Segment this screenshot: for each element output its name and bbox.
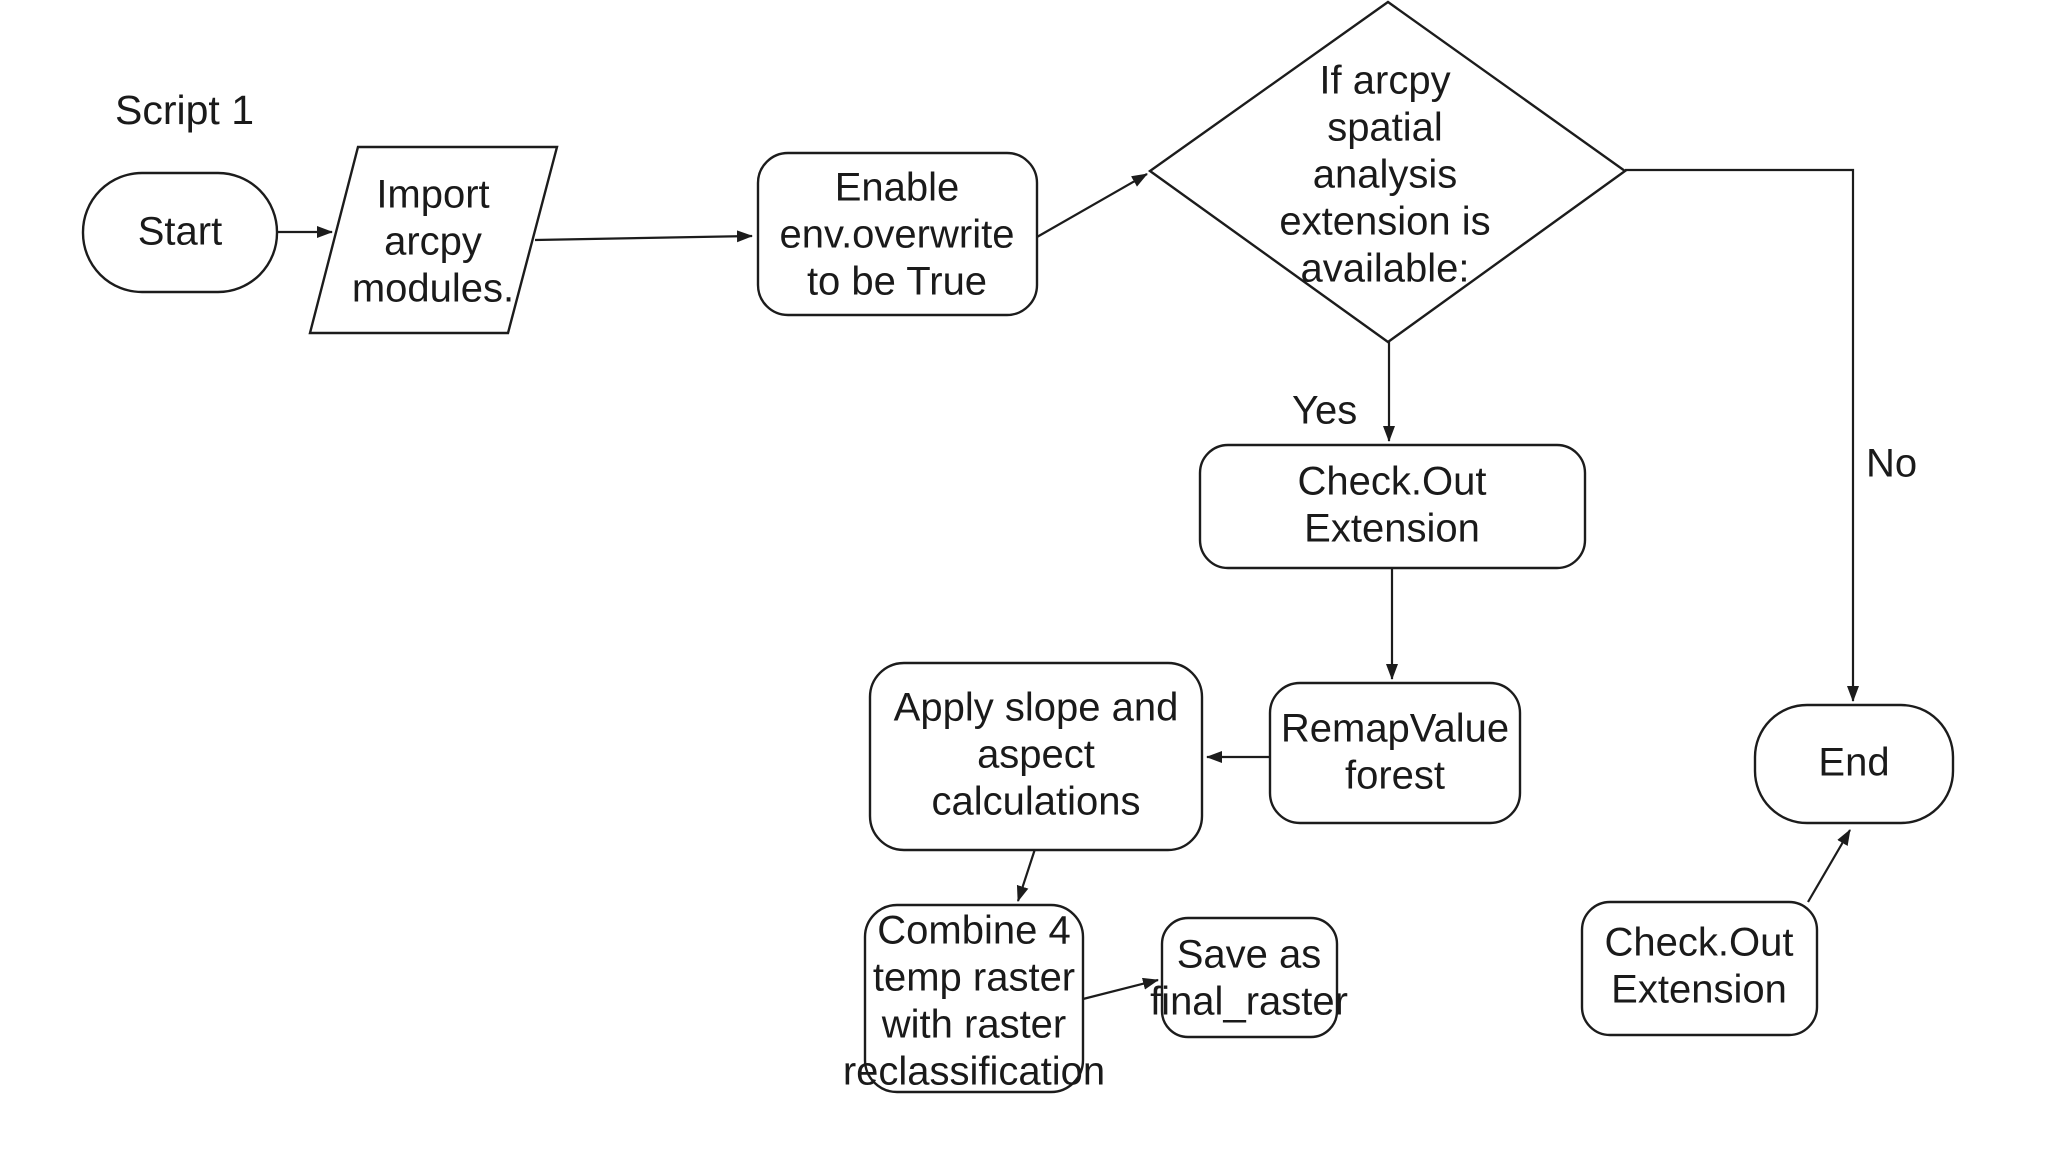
edge-decision-no [1625,168,1859,702]
node-decision: If arcpy spatial analysis extension is a… [1147,0,1628,344]
edge-apply-to-combine [1016,848,1037,902]
enable-label-line3: to be True [807,260,987,304]
end-label: End [1818,741,1889,785]
save-process-shape [1160,916,1339,1039]
branch-label-yes: Yes [1292,389,1357,433]
decision-label-line3: analysis [1313,153,1458,197]
import-label-line2: arcpy [384,220,482,264]
apply-label-line1: Apply slope and [894,686,1179,730]
edge-import-to-enable [534,230,753,243]
remap-label-line1: RemapValue [1281,707,1509,751]
combine-label-line4: reclassification [843,1050,1105,1094]
checkout-no-label-line1: Check.Out [1605,921,1794,965]
node-enable-overwrite: Enable env.overwrite to be True [756,151,1039,317]
branch-label-no: No [1866,442,1917,486]
node-checkout-extension-no: Check.Out Extension [1580,900,1819,1037]
edge-combine-to-save [1082,977,1159,1001]
import-label-line1: Import [376,173,489,217]
edge-checkout-no-to-end [1807,829,1851,903]
decision-label-line2: spatial [1327,106,1443,150]
node-end: End [1753,703,1955,825]
enable-label-line2: env.overwrite [780,213,1015,257]
node-import-modules: Import arcpy modules. [308,145,559,335]
decision-label-line5: available: [1300,247,1469,291]
save-label-line2: final_raster [1150,980,1348,1024]
import-label-line3: modules. [352,267,514,311]
node-remap-value: RemapValue forest [1268,681,1522,825]
import-parallelogram-shape [308,145,559,335]
decision-label-line1: If arcpy [1319,59,1450,103]
node-start: Start [81,171,279,294]
combine-process-shape [863,903,1085,1094]
combine-label-line2: temp raster [873,956,1075,1000]
apply-label-line2: aspect [977,733,1095,777]
node-save-final: Save as final_raster [1150,916,1348,1039]
start-label: Start [138,210,222,254]
start-terminator-shape [81,171,279,294]
end-terminator-shape [1753,703,1955,825]
edge-enable-to-decision [1036,173,1148,238]
node-combine-raster: Combine 4 temp raster with raster reclas… [843,903,1105,1094]
edges [277,168,1859,1001]
checkout-no-label-line2: Extension [1611,968,1787,1012]
apply-process-shape [868,661,1204,852]
combine-label-line1: Combine 4 [877,909,1070,953]
diagram-title: Script 1 [115,87,254,133]
checkout-yes-label-line2: Extension [1304,507,1480,551]
checkout-yes-label-line1: Check.Out [1298,460,1487,504]
remap-process-shape [1268,681,1522,825]
decision-diamond-shape [1147,0,1628,344]
decision-label-line4: extension is [1279,200,1490,244]
apply-label-line3: calculations [931,780,1140,824]
combine-label-line3: with raster [881,1003,1067,1047]
enable-label-line1: Enable [835,166,960,210]
remap-label-line2: forest [1345,754,1445,798]
save-label-line1: Save as [1177,933,1322,977]
checkout-no-process-shape [1580,900,1819,1037]
checkout-yes-process-shape [1198,443,1587,570]
node-checkout-extension-yes: Check.Out Extension [1198,443,1587,570]
enable-process-shape [756,151,1039,317]
node-apply-slope: Apply slope and aspect calculations [868,661,1204,852]
